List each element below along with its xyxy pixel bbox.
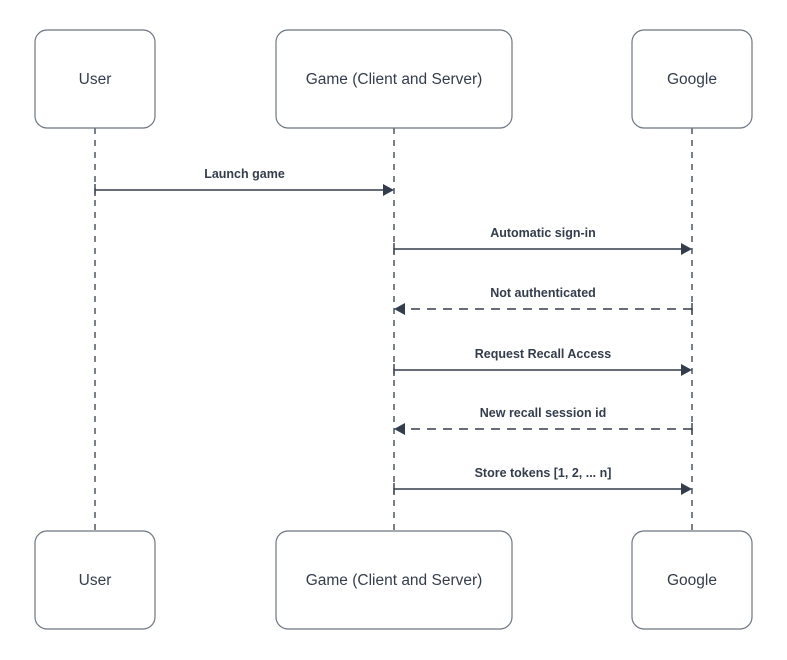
participant-user-top[interactable]: User xyxy=(34,29,156,129)
message-label-launch-game: Launch game xyxy=(204,167,285,181)
message-label-new-recall-session-id: New recall session id xyxy=(480,406,606,420)
message-arrowhead-automatic-sign-in xyxy=(681,243,692,255)
participant-google-top[interactable]: Google xyxy=(631,29,753,129)
participant-label-google-bottom: Google xyxy=(667,572,717,589)
message-automatic-sign-in[interactable]: Automatic sign-in xyxy=(393,226,692,255)
participant-box-user-top[interactable] xyxy=(34,29,156,129)
message-label-automatic-sign-in: Automatic sign-in xyxy=(490,226,596,240)
participant-box-google-top[interactable] xyxy=(631,29,753,129)
message-arrowhead-request-recall-access xyxy=(681,364,692,376)
participant-box-game-bottom[interactable] xyxy=(275,530,513,630)
participant-box-game-top[interactable] xyxy=(275,29,513,129)
participant-box-user-bottom[interactable] xyxy=(34,530,156,630)
message-label-request-recall-access: Request Recall Access xyxy=(475,347,611,361)
participant-google-bottom[interactable]: Google xyxy=(631,530,753,630)
participant-label-game-top: Game (Client and Server) xyxy=(306,71,483,88)
message-request-recall-access[interactable]: Request Recall Access xyxy=(393,347,692,376)
participant-game-top[interactable]: Game (Client and Server) xyxy=(275,29,513,129)
participant-game-bottom[interactable]: Game (Client and Server) xyxy=(275,530,513,630)
participant-user-bottom[interactable]: User xyxy=(34,530,156,630)
participant-box-google-bottom[interactable] xyxy=(631,530,753,630)
message-arrowhead-store-tokens xyxy=(681,483,692,495)
message-launch-game[interactable]: Launch game xyxy=(94,167,394,196)
message-label-not-authenticated: Not authenticated xyxy=(490,286,596,300)
participant-label-game-bottom: Game (Client and Server) xyxy=(306,572,483,589)
message-store-tokens[interactable]: Store tokens [1, 2, ... n] xyxy=(393,466,692,495)
message-not-authenticated[interactable]: Not authenticated xyxy=(394,286,693,315)
message-arrowhead-not-authenticated xyxy=(394,303,405,315)
participant-label-user-bottom: User xyxy=(79,572,112,589)
participant-label-user-top: User xyxy=(79,71,112,88)
message-label-store-tokens: Store tokens [1, 2, ... n] xyxy=(475,466,612,480)
message-arrowhead-launch-game xyxy=(383,184,394,196)
participant-label-google-top: Google xyxy=(667,71,717,88)
message-new-recall-session-id[interactable]: New recall session id xyxy=(394,406,693,435)
message-arrowhead-new-recall-session-id xyxy=(394,423,405,435)
